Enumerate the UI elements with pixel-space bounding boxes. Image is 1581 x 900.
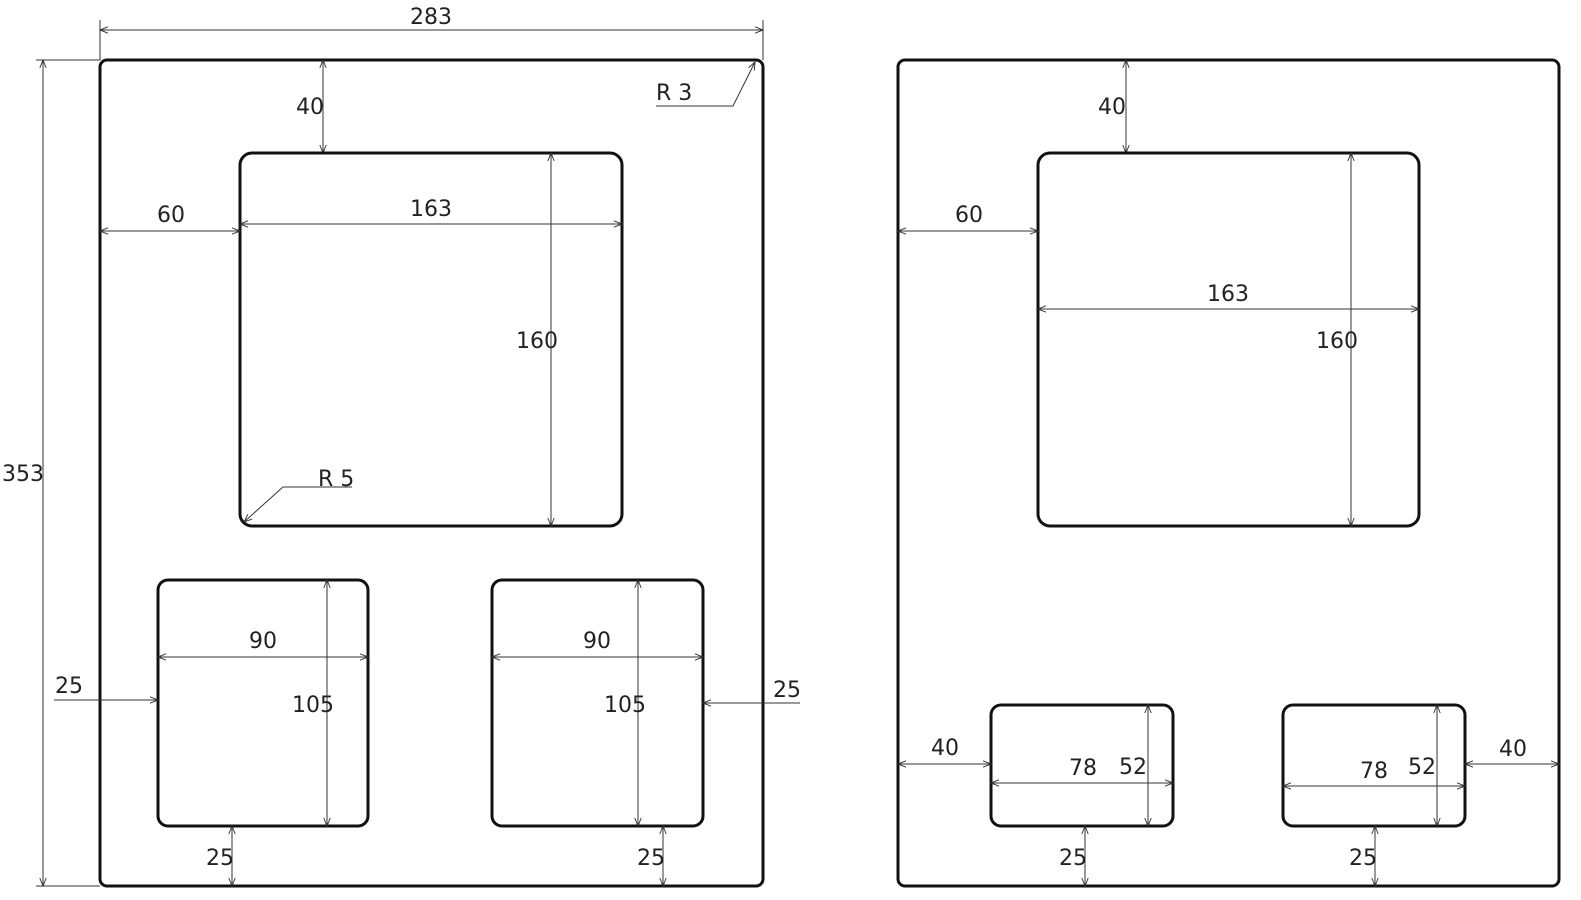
main-cutout-height-label-2: 160: [1316, 329, 1358, 354]
cutout-radius-leader: [244, 486, 352, 522]
corner-radius-label: R 3: [656, 81, 692, 106]
right-side-margin-label-2: 40: [1499, 737, 1527, 762]
small-cutout-right-width-label: 90: [583, 629, 611, 654]
left-bottom-margin-label-2: 25: [1059, 846, 1087, 871]
left-side-margin-label: 25: [55, 674, 83, 699]
right-bottom-margin-label-2: 25: [1349, 846, 1377, 871]
top-margin-label: 40: [296, 95, 324, 120]
main-cutout-width-label-2: 163: [1207, 282, 1249, 307]
small-cutout-left-height-label-2: 52: [1119, 755, 1147, 780]
small-cutout-right: [490, 578, 705, 828]
left-panel-outline: [98, 58, 765, 888]
main-cutout: [238, 151, 624, 528]
main-cutout-2: [1036, 151, 1421, 528]
left-margin-label: 60: [157, 203, 185, 228]
right-bottom-margin-label: 25: [637, 846, 665, 871]
right-panel-outline: [896, 58, 1561, 888]
left-side-margin-label-2: 40: [931, 736, 959, 761]
small-cutout-left: [156, 578, 370, 828]
main-cutout-height-label: 160: [516, 329, 558, 354]
small-cutout-left-width-label: 90: [249, 629, 277, 654]
main-cutout-width-label: 163: [410, 197, 452, 222]
overall-width-label: 283: [410, 5, 452, 30]
top-margin-label-2: 40: [1098, 95, 1126, 120]
right-panel: 40 60 163 160 78 52 40 25 78 52 40: [896, 58, 1561, 888]
small-cutout-right-height-label-2: 52: [1408, 755, 1436, 780]
left-margin-label-2: 60: [955, 203, 983, 228]
cutout-radius-label: R 5: [318, 467, 354, 492]
overall-height-label: 353: [2, 462, 44, 487]
small-cutout-right-height-label: 105: [604, 693, 646, 718]
small-cutout-right-width-label-2: 78: [1360, 759, 1388, 784]
corner-radius-leader: [656, 62, 755, 107]
small-cutout-left-height-label: 105: [292, 693, 334, 718]
right-side-margin-label: 25: [773, 678, 801, 703]
left-bottom-margin-label: 25: [206, 846, 234, 871]
small-cutout-left-width-label-2: 78: [1069, 756, 1097, 781]
left-panel: 283 353 R 3 40 60 163 160 R 5 90 105: [2, 5, 801, 888]
